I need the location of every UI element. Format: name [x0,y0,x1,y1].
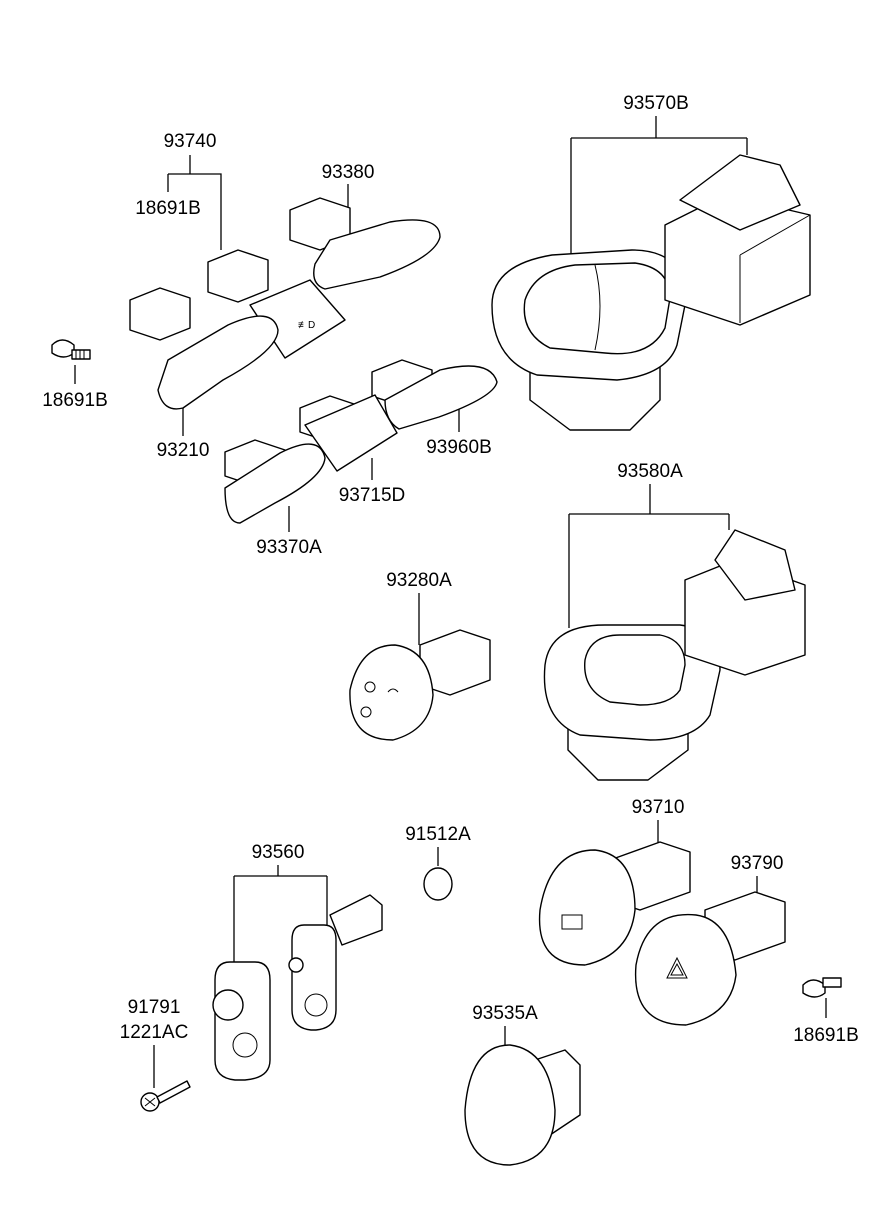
label-18691B-left: 18691B [42,390,108,411]
label-93560: 93560 [252,842,305,863]
label-93535A: 93535A [472,1003,538,1024]
switch-assembly-93570B [664,154,811,326]
plug-91512A [423,867,453,901]
label-93210: 93210 [157,440,210,461]
label-18691B-top: 18691B [135,198,201,219]
switch-93790-hazard [634,891,786,1026]
screw-icon-left [51,339,91,360]
label-91512A: 91512A [405,824,471,845]
cover-93535A [464,1044,581,1166]
switch-93380 [289,197,441,290]
door-switch-93560-right [288,894,383,1031]
label-93715D: 93715D [339,485,406,506]
label-93740: 93740 [164,131,217,152]
switch-93960B [371,359,498,430]
label-93710: 93710 [632,797,685,818]
label-18691B-right: 18691B [793,1025,859,1046]
switch-93715D [299,394,398,472]
door-switch-93560-left [212,961,271,1081]
label-93380: 93380 [322,162,375,183]
label-93280A: 93280A [386,570,452,591]
switch-93370A [224,439,326,524]
leader-lines [74,116,827,1088]
rear-defrost-icon [561,914,583,930]
hazard-icon [666,956,688,979]
screw-icon-right [802,977,842,998]
screw-icon-91791 [140,1080,191,1112]
label-93960B: 93960B [426,437,492,458]
label-1221AC: 1221AC [120,1022,189,1043]
power-window-switch-93580A [543,624,721,781]
label-93580A: 93580A [617,461,683,482]
label-93570B: 93570B [623,93,689,114]
switch-93280A [349,629,491,741]
power-window-switch-93570B [491,249,688,431]
label-93370A: 93370A [256,537,322,558]
switch-93210 [129,287,279,410]
label-93790: 93790 [731,853,784,874]
label-91791: 91791 [128,997,181,1018]
switch-assembly-93580A [684,529,806,676]
switch-93710-rear-defrost [538,841,691,966]
fog-light-icon: ≢D [298,320,315,331]
